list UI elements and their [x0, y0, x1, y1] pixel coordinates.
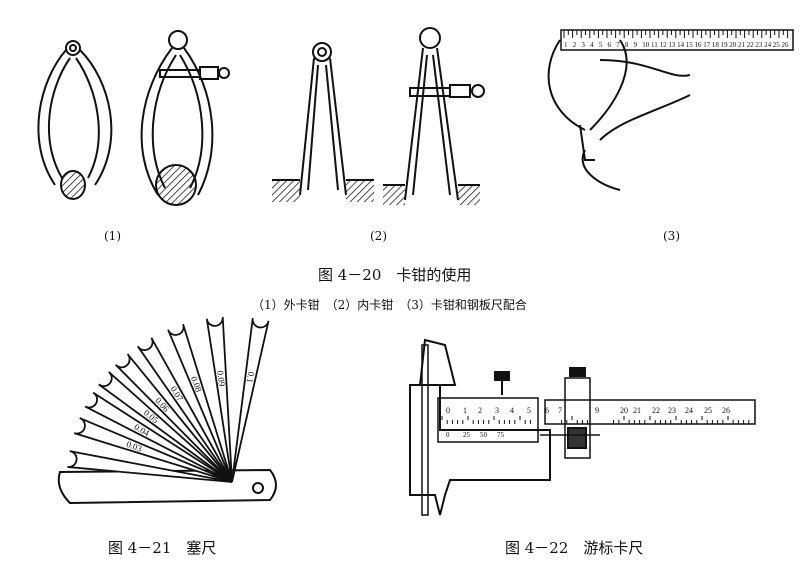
vernier-scale-number: 75 [497, 431, 505, 439]
main-scale-number: 6 [545, 406, 549, 415]
outer-caliper-1 [37, 40, 113, 200]
ruler-number: 24 [764, 41, 772, 49]
feeler-blade [67, 450, 233, 483]
feeler-blade [114, 353, 233, 483]
ruler-number: 20 [729, 41, 737, 49]
ruler-number: 6 [608, 41, 612, 49]
feeler-blade [137, 337, 233, 483]
ruler-number: 26 [782, 41, 790, 49]
main-scale-number: 2 [478, 406, 482, 415]
vernier-sub-scale: 0 25 50 75 [446, 431, 505, 439]
ruler-number: 12 [660, 41, 668, 49]
ruler-number: 16 [695, 41, 703, 49]
feeler-blade [231, 317, 270, 483]
ruler-number: 14 [677, 41, 685, 49]
ruler-number: 5 [599, 41, 603, 49]
vernier-caliper [409, 338, 756, 516]
ruler-number: 1 [564, 41, 568, 49]
inner-caliper-2 [383, 27, 485, 205]
ruler-number: 2 [573, 41, 577, 49]
main-scale-number: 5 [527, 406, 531, 415]
ruler-number: 10 [642, 41, 650, 49]
main-scale-number: 9 [595, 406, 599, 415]
main-scale-number: 3 [495, 406, 499, 415]
feeler-blade [205, 316, 233, 483]
main-scale-number: 24 [685, 406, 693, 415]
ruler-number: 8 [625, 41, 629, 49]
ruler-number: 23 [755, 41, 763, 49]
feeler-blade-label: 0.09 [215, 370, 227, 387]
vernier-scale-number: 0 [446, 431, 450, 439]
sub-label-3: (3) [663, 229, 680, 243]
main-scale-number: 21 [633, 406, 641, 415]
feeler-gauge [57, 316, 277, 505]
ruler-number: 25 [773, 41, 781, 49]
sub-label-2: (2) [370, 229, 387, 243]
ruler-number: 13 [668, 41, 676, 49]
figure-4-21-caption: 图 4－21 塞尺 [108, 539, 217, 557]
ruler-number: 17 [703, 41, 711, 49]
main-scale-number: 25 [704, 406, 712, 415]
feeler-blade [98, 371, 233, 483]
ruler-number: 11 [651, 41, 658, 49]
feeler-blade [73, 417, 233, 483]
vernier-scale-number: 25 [463, 431, 471, 439]
ruler-number: 7 [616, 41, 620, 49]
main-scale-number: 0 [446, 406, 450, 415]
main-scale-number: 26 [722, 406, 730, 415]
ruler-number: 22 [747, 41, 755, 49]
main-scale-number: 1 [463, 406, 467, 415]
ruler-number: 21 [738, 41, 746, 49]
figure-4-22-caption: 图 4－22 游标卡尺 [505, 539, 644, 557]
feeler-blade [167, 323, 233, 483]
figure-4-20-caption: 图 4－20 卡钳的使用 [318, 266, 472, 284]
outer-caliper-2 [140, 30, 230, 206]
ruler-number: 4 [590, 41, 594, 49]
ruler-number: 19 [721, 41, 729, 49]
ruler-number: 15 [686, 41, 694, 49]
feeler-blade [84, 391, 233, 483]
main-scale-number: 4 [510, 406, 514, 415]
ruler-number: 9 [634, 41, 638, 49]
vernier-scale-number: 50 [480, 431, 488, 439]
main-scale-number: 22 [652, 406, 660, 415]
main-scale-number: 23 [668, 406, 676, 415]
figure-4-20-subcaption: （1）外卡钳 （2）内卡钳 （3）卡钳和钢板尺配合 [252, 298, 527, 312]
main-scale-number: 20 [620, 406, 628, 415]
ruler-number: 18 [712, 41, 720, 49]
caliper-with-ruler [547, 29, 794, 191]
ruler-number: 3 [581, 41, 585, 49]
feeler-blade-label: 0.1 [245, 371, 257, 384]
inner-caliper-1 [272, 42, 374, 202]
main-scale-number: 7 [558, 406, 562, 415]
sub-label-1: (1) [104, 229, 121, 243]
